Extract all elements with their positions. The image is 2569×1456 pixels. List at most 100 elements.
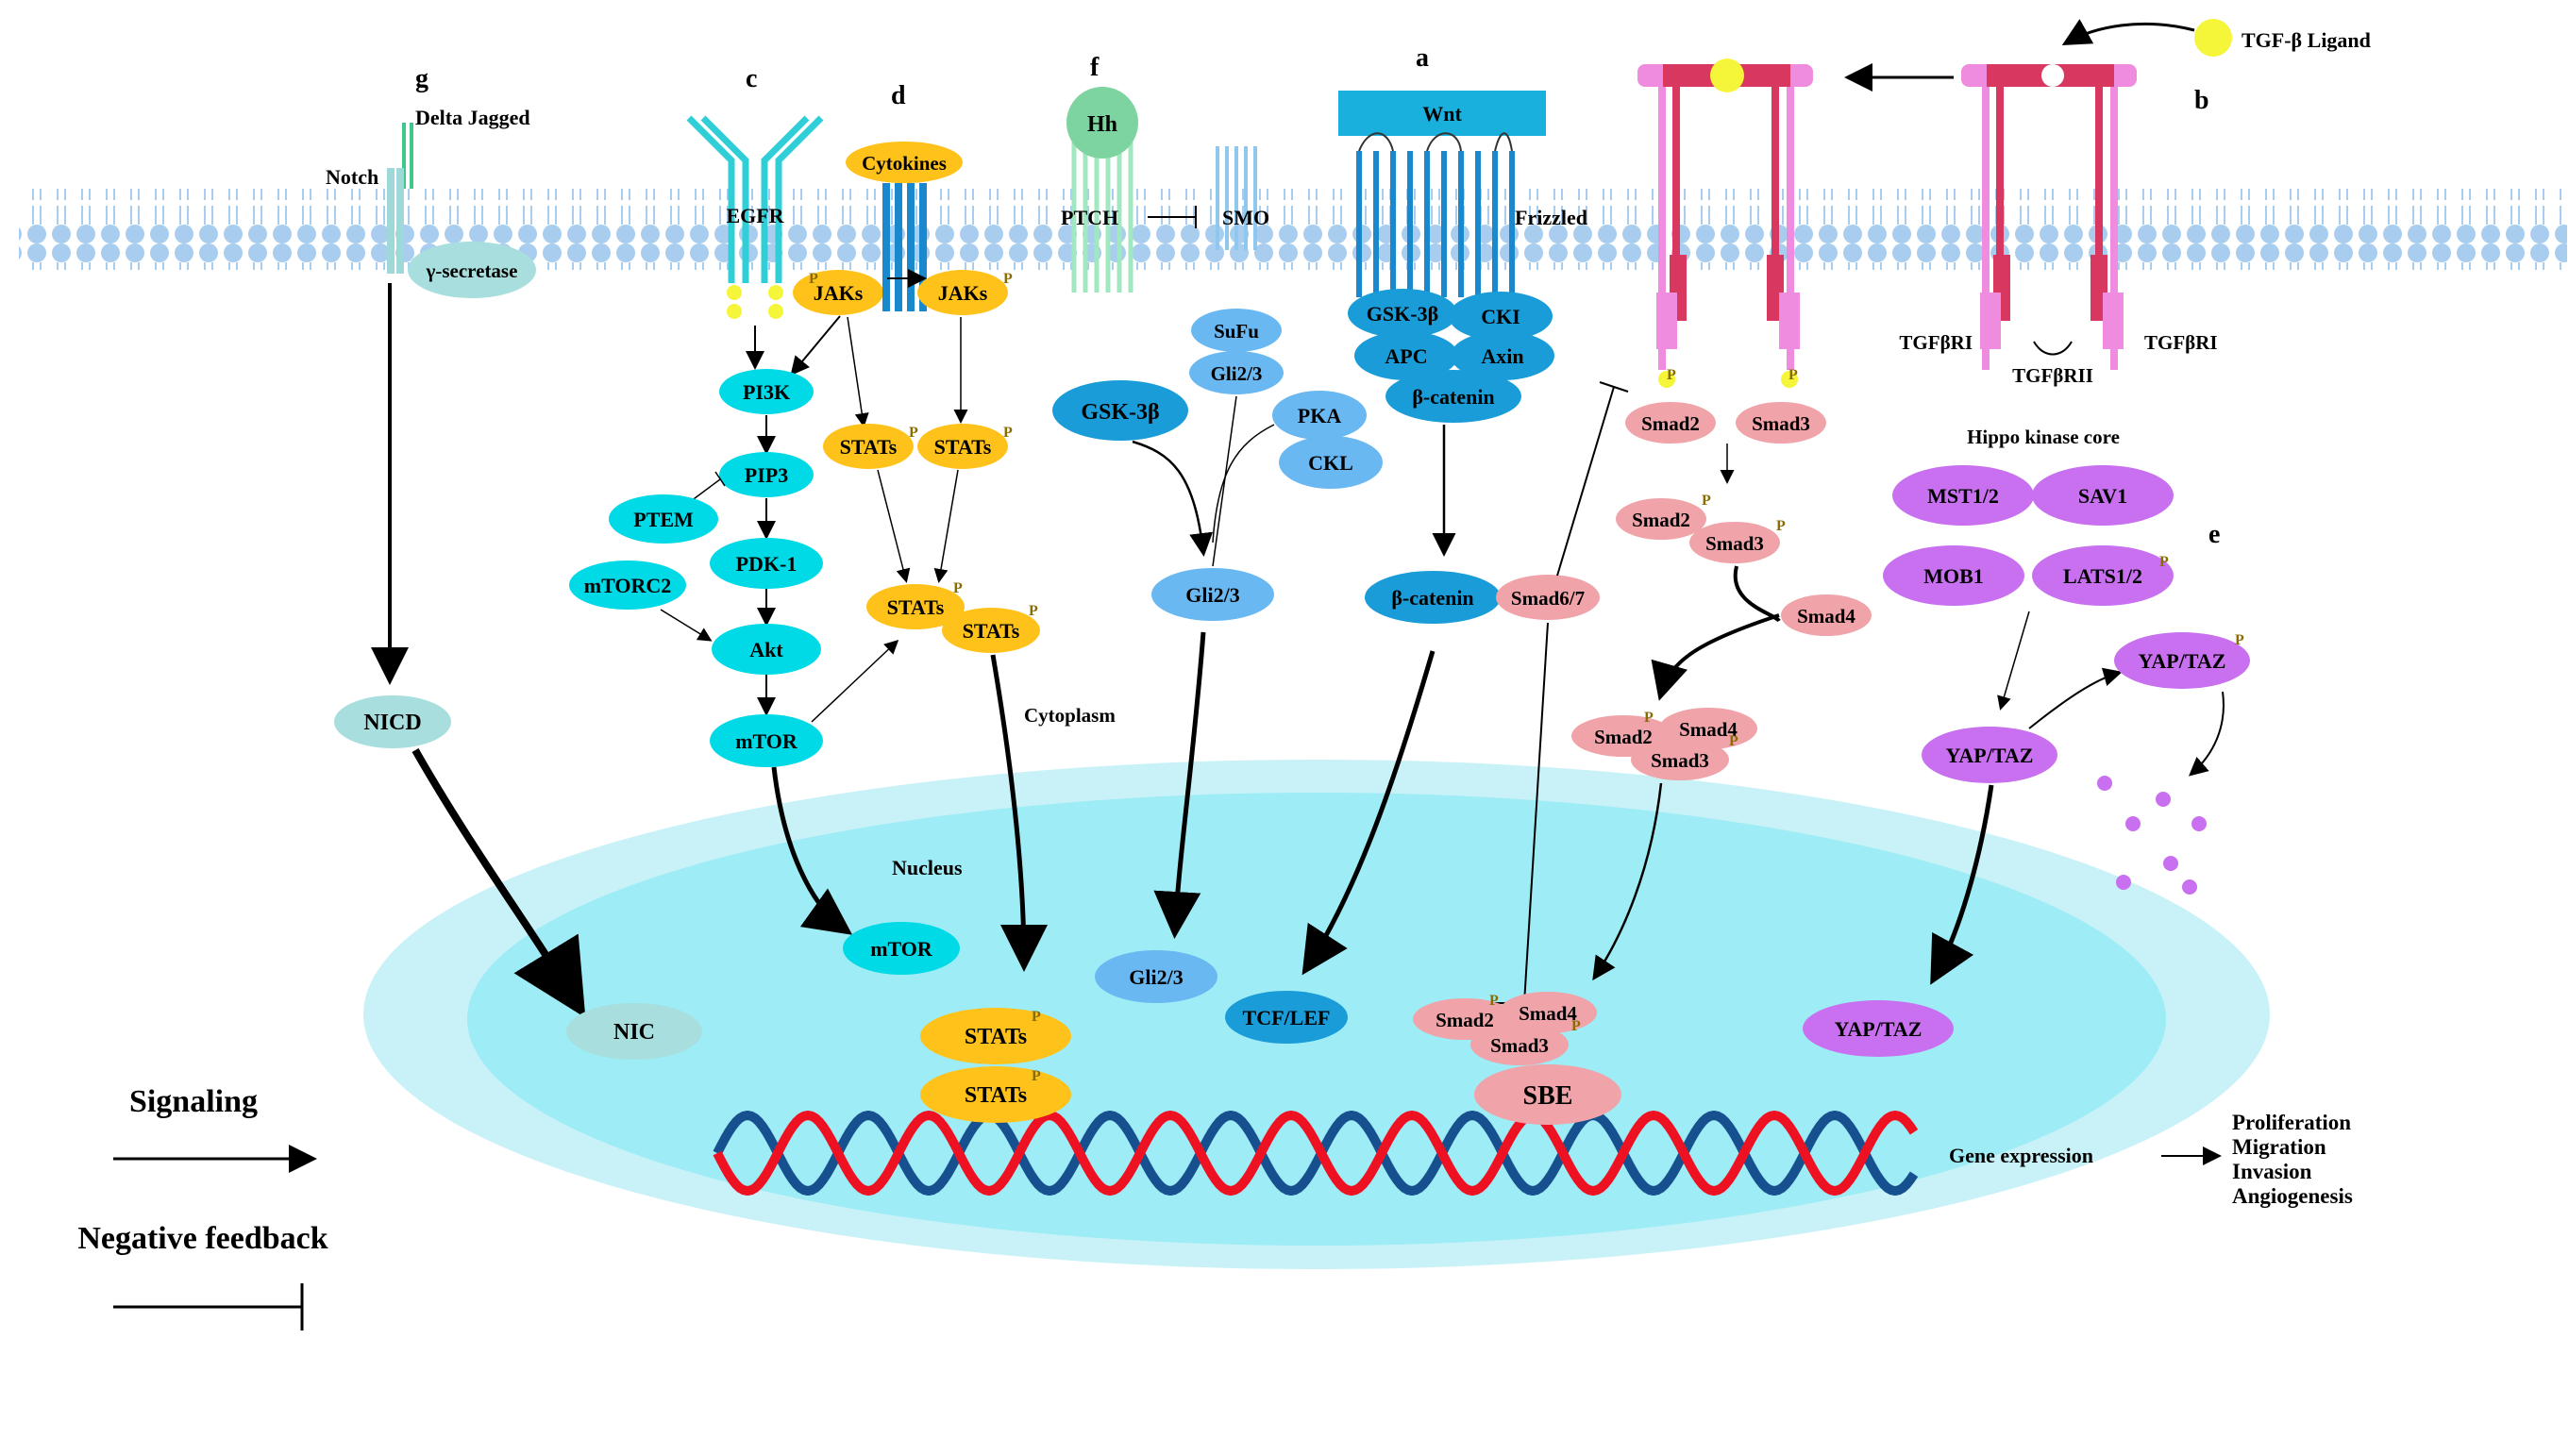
tcf-lef-label: TCF/LEF — [1243, 1006, 1331, 1029]
beta-catenin-complex-node — [1385, 370, 1521, 423]
phospho-label: P — [953, 580, 963, 596]
gamma-secretase-node — [408, 242, 536, 298]
notch-label: Notch — [326, 165, 378, 189]
pdk1-label: PDK-1 — [736, 552, 798, 576]
smad2-label: Smad2 — [1641, 412, 1700, 435]
panel-label-c: c — [746, 64, 757, 93]
phospho-label: P — [1571, 1018, 1581, 1034]
phospho-label: P — [1003, 425, 1013, 441]
axin-label: Axin — [1481, 344, 1523, 368]
complex-smad3-label: Smad3 — [1651, 749, 1709, 772]
smad3p-label: Smad3 — [1705, 532, 1764, 555]
hippo-core-label: Hippo kinase core — [1967, 426, 2120, 448]
panel-label-f: f — [1090, 53, 1100, 82]
phospho-label: P — [2235, 632, 2244, 648]
nucleus-label: Nucleus — [892, 856, 963, 879]
outcome-migration: Migration — [2232, 1135, 2326, 1159]
mtor-label: mTOR — [735, 729, 798, 753]
ckl-node — [1279, 436, 1383, 489]
phospho-label: P — [1667, 367, 1676, 383]
tgf-ligand-legend-icon — [2194, 19, 2232, 57]
phospho-label: P — [1029, 603, 1038, 619]
gli-active-label: Gli2/3 — [1185, 583, 1239, 607]
pka-node — [1272, 391, 1367, 440]
phospho-label: P — [1702, 493, 1711, 509]
tcf-lef-node — [1225, 991, 1348, 1044]
nuclear-smad2-label: Smad2 — [1436, 1009, 1494, 1031]
hh-node — [1066, 87, 1138, 159]
smad67-node — [1496, 575, 1600, 620]
cytokines-label: Cytokines — [862, 152, 947, 175]
pka-label: PKA — [1298, 404, 1342, 427]
legend: Signaling Negative feedback — [77, 1084, 328, 1330]
yap-taz-p-node — [2114, 632, 2250, 689]
sufu-node — [1191, 309, 1282, 352]
tgf-ligand-bound-icon — [1710, 59, 1744, 92]
gli-active-node — [1151, 568, 1274, 621]
lats12-node — [2032, 545, 2174, 606]
nicd-label: NICD — [363, 711, 421, 735]
pi3k-node — [719, 369, 814, 414]
gsk3b-wnt-label: GSK-3β — [1367, 302, 1438, 326]
smad3p-node — [1689, 522, 1780, 563]
smad4-node — [1781, 594, 1872, 636]
lats12-label: LATS1/2 — [2063, 564, 2142, 588]
dna-strand-blue — [713, 1110, 1919, 1197]
mst12-node — [1892, 465, 2034, 526]
phospho-label: P — [1489, 993, 1499, 1009]
wnt-label: Wnt — [1422, 102, 1462, 126]
beta-catenin-free-label: β-catenin — [1391, 586, 1473, 610]
smad67-label: Smad6/7 — [1511, 587, 1585, 610]
stats-nuclear-b-node — [920, 1066, 1071, 1123]
mtorc2-label: mTORC2 — [584, 574, 672, 597]
mtor-nuclear-node — [843, 922, 960, 975]
beta-catenin-complex-label: β-catenin — [1412, 385, 1494, 409]
smad2p-label: Smad2 — [1632, 509, 1690, 531]
smad4-label: Smad4 — [1797, 605, 1855, 628]
gamma-secretase-label: γ-secretase — [426, 259, 518, 282]
cytokines-node — [846, 142, 963, 183]
ptem-label: PTEM — [633, 508, 694, 531]
mob1-label: MOB1 — [1923, 564, 1984, 588]
nuclear-smad4-label: Smad4 — [1519, 1002, 1577, 1025]
hedgehog-pathway: f Hh PTCH SMO SuFu Gli2/3 GSK-3β PKA CKL… — [1052, 53, 1383, 1003]
stats-nuclear-a-label: STATs — [965, 1025, 1027, 1049]
phospho-label: P — [2159, 554, 2169, 570]
smad3-label: Smad3 — [1752, 412, 1810, 435]
egfr-pathway: c EGFR JAKs PI3K PIP3 PTEM PDK-1 mTORC2 … — [569, 64, 960, 975]
stats-dimer-a-label: STATs — [887, 595, 945, 619]
tgf-beta-pathway: b TGF-β Ligand TGFβRI TGFβRI TGFβRII Sma… — [1413, 19, 2371, 1125]
nuclear-smad4-node — [1499, 992, 1597, 1033]
panel-label-g: g — [415, 64, 428, 93]
hippo-pathway: e Hippo kinase core MST1/2 SAV1 MOB1 LAT… — [1803, 426, 2250, 1057]
phospho-label: P — [1032, 1068, 1041, 1084]
cki-label: CKI — [1481, 305, 1520, 328]
gli-complex-label: Gli2/3 — [1211, 362, 1263, 385]
degraded-yap-dots — [2097, 776, 2207, 895]
pip3-node — [719, 452, 814, 497]
gene-expression-label: Gene expression — [1949, 1144, 2093, 1167]
panel-label-b: b — [2194, 86, 2209, 115]
legend-negative-feedback-label: Negative feedback — [77, 1221, 327, 1256]
akt-node — [712, 624, 821, 675]
sbe-label: SBE — [1523, 1081, 1573, 1111]
yap-taz-nuclear-label: YAP/TAZ — [1835, 1017, 1923, 1041]
hh-label: Hh — [1087, 112, 1117, 137]
outcome-angiogenesis: Angiogenesis — [2232, 1184, 2353, 1208]
stats-left-label: STATs — [840, 435, 898, 459]
mtor-node — [710, 714, 823, 767]
stats-nuclear-b-label: STATs — [965, 1083, 1027, 1108]
stats-dimer-b-label: STATs — [963, 619, 1020, 643]
mst12-label: MST1/2 — [1927, 484, 1999, 508]
cki-node — [1449, 292, 1553, 341]
notch-pathway: g Delta Jagged Notch γ-secretase NICD NI… — [326, 64, 702, 1060]
phospho-label: P — [1003, 271, 1013, 287]
smad3-node — [1736, 402, 1826, 443]
sufu-label: SuFu — [1214, 320, 1259, 343]
sav1-node — [2032, 465, 2174, 526]
gli-nuclear-node — [1095, 950, 1217, 1003]
phospho-label: P — [909, 425, 918, 441]
apc-node — [1354, 331, 1458, 380]
sav1-label: SAV1 — [2078, 484, 2127, 508]
